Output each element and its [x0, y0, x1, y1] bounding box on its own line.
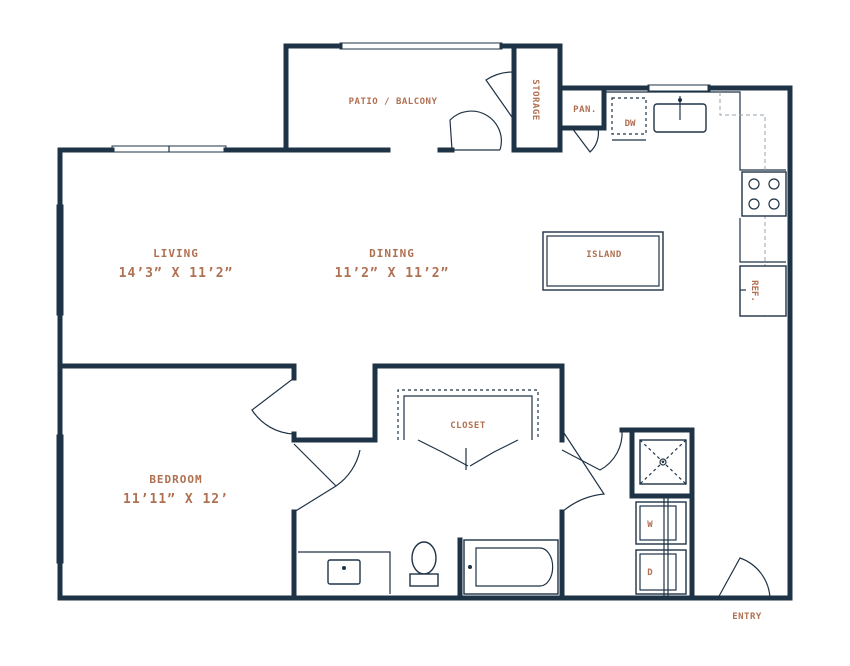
bath-door	[293, 443, 361, 487]
bedroom-dims: 11’11” X 12’	[123, 492, 229, 507]
closet-shelf	[397, 389, 539, 440]
doors	[251, 71, 771, 599]
kitchen-window	[647, 84, 711, 92]
living-label: LIVING	[153, 247, 199, 260]
pantry-door	[571, 127, 600, 153]
dryer-label: D	[647, 568, 653, 578]
washer	[635, 501, 687, 545]
dishwasher-label: DW	[625, 119, 636, 129]
closet-door-left	[417, 439, 469, 467]
dishwasher	[611, 97, 647, 135]
dining-label: DINING	[369, 247, 415, 260]
bath-sink	[327, 559, 361, 585]
range	[741, 171, 787, 217]
island	[542, 231, 664, 291]
patio-door	[449, 110, 502, 151]
entry-label: ENTRY	[732, 612, 762, 622]
pantry-label: PAN.	[573, 105, 597, 115]
dryer	[635, 549, 687, 595]
closet-label: CLOSET	[450, 421, 486, 431]
bathtub	[463, 539, 559, 595]
kitchen	[542, 91, 787, 318]
washer-label: W	[647, 520, 653, 530]
patio-label: PATIO / BALCONY	[349, 97, 438, 107]
walls	[57, 43, 793, 601]
bathroom	[298, 539, 559, 595]
bedroom-door	[251, 377, 295, 435]
storage-door	[485, 71, 515, 121]
refrigerator-label: REF.	[749, 280, 759, 302]
closet-door-right	[469, 439, 519, 467]
storage-label: STORAGE	[530, 79, 540, 120]
island-label: ISLAND	[586, 250, 622, 260]
laundry	[635, 439, 687, 598]
patio-window	[339, 42, 503, 50]
hall-door	[561, 429, 606, 513]
dining-dims: 11’2” X 11’2”	[335, 266, 450, 281]
water-heater	[639, 439, 687, 485]
refrigerator	[739, 265, 787, 317]
entry-door	[717, 557, 771, 599]
toilet	[411, 541, 437, 575]
bedroom-label: BEDROOM	[149, 473, 202, 486]
living-dims: 14’3” X 11’2”	[119, 266, 234, 281]
